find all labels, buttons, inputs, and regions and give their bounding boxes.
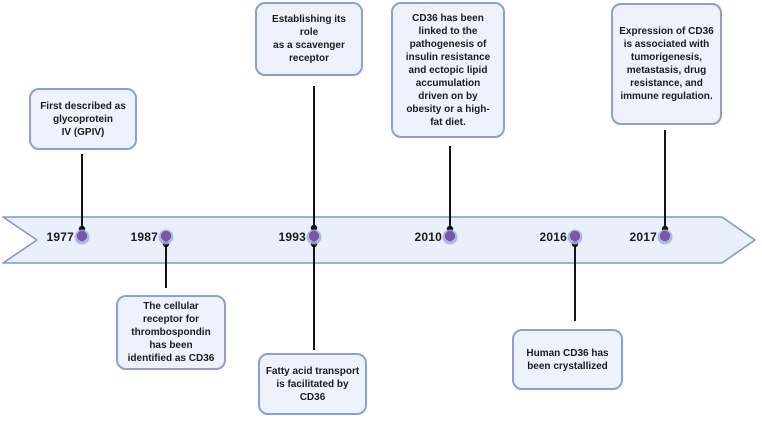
marker-1977 — [74, 229, 90, 245]
callout-text: Fatty acid transport is facilitated by C… — [265, 365, 360, 403]
callout-text: First described as glycoprotein IV (GPIV… — [40, 100, 126, 138]
callout-text: Expression of CD36 is associated with tu… — [619, 26, 714, 102]
callout-1993-above: Establishing its role as a scavenger rec… — [255, 2, 363, 76]
callout-1977-above: First described as glycoprotein IV (GPIV… — [29, 88, 137, 150]
callout-text: Establishing its role as a scavenger rec… — [272, 14, 346, 64]
marker-dot — [444, 230, 456, 242]
marker-1993 — [306, 229, 322, 245]
year-label-1993: 1993 — [278, 230, 306, 244]
marker-2016 — [567, 229, 583, 245]
callout-text: CD36 has been linked to the pathogenesis… — [405, 12, 491, 128]
marker-dot — [308, 230, 320, 242]
marker-dot — [160, 230, 172, 242]
timeline-arrow-band — [2, 216, 756, 264]
callout-1987-below: The cellular receptor for thrombospondin… — [116, 295, 226, 370]
year-label-2016: 2016 — [539, 230, 567, 244]
callout-text: Human CD36 has been crystallized — [526, 347, 609, 372]
year-label-1987: 1987 — [130, 230, 158, 244]
year-label-2017: 2017 — [629, 230, 657, 244]
connector-cap-1993-top — [310, 224, 318, 232]
callout-2010-above: CD36 has been linked to the pathogenesis… — [391, 2, 505, 138]
marker-dot — [76, 230, 88, 242]
year-label-2010: 2010 — [414, 230, 442, 244]
marker-dot — [659, 230, 671, 242]
callout-2017-above: Expression of CD36 is associated with tu… — [611, 3, 722, 125]
marker-2010 — [442, 229, 458, 245]
marker-2017 — [657, 229, 673, 245]
year-label-1977: 1977 — [46, 230, 74, 244]
callout-2016-below: Human CD36 has been crystallized — [512, 329, 623, 390]
marker-1987 — [158, 229, 174, 245]
marker-dot — [569, 230, 581, 242]
callout-1993-below: Fatty acid transport is facilitated by C… — [258, 353, 367, 415]
callout-text: The cellular receptor for thrombospondin… — [127, 301, 215, 364]
